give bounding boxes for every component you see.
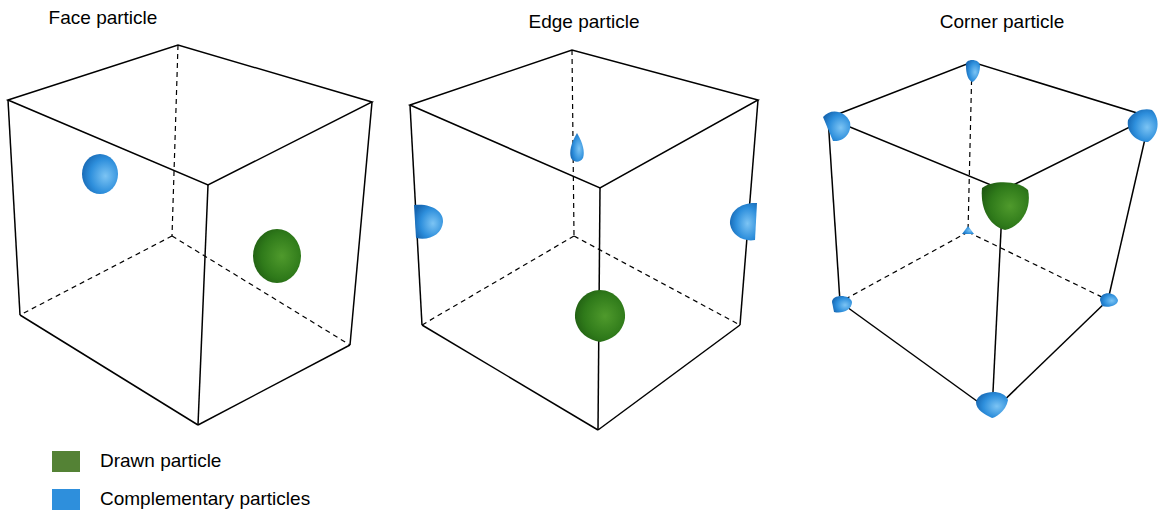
legend-swatch (52, 489, 80, 510)
panel-title: Corner particle (940, 11, 1065, 33)
panel-title: Edge particle (529, 11, 640, 33)
legend-swatch (52, 451, 80, 472)
panel-title: Face particle (49, 7, 158, 29)
legend-text: Complementary particles (100, 488, 310, 510)
legend-text: Drawn particle (100, 450, 221, 472)
